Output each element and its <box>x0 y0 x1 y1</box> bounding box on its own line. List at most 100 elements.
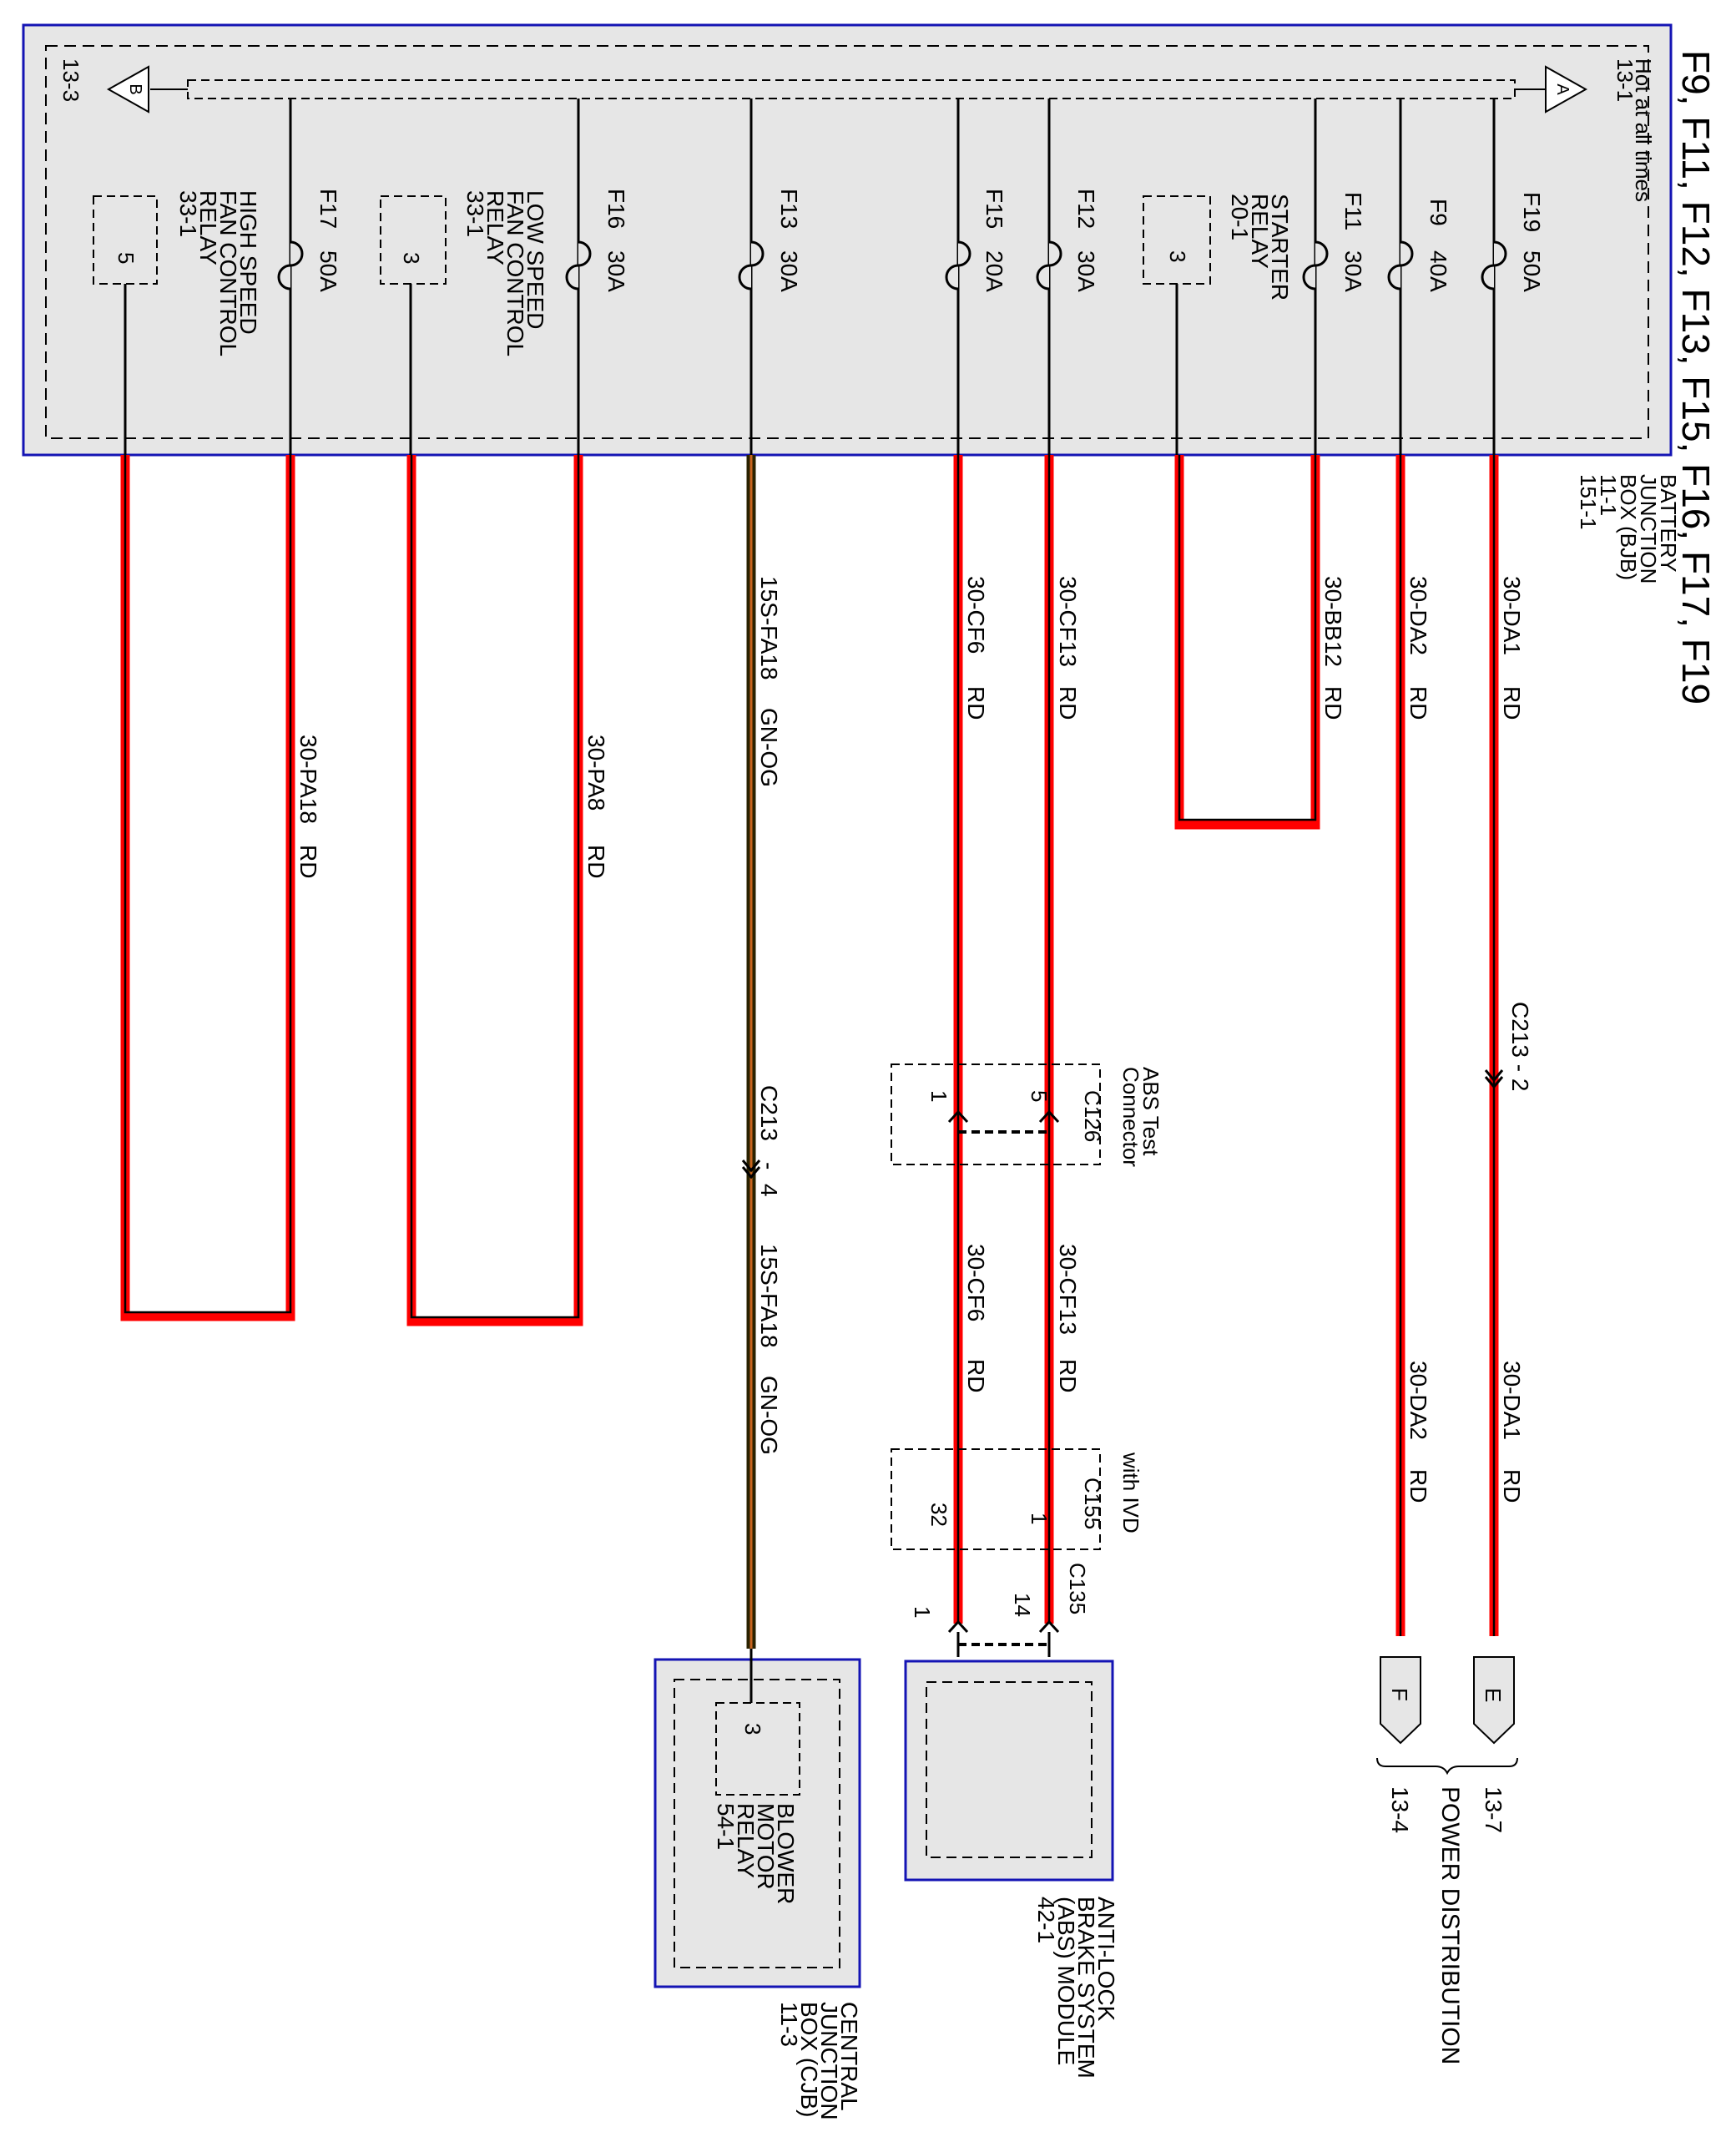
abs-module-label: 42-1 <box>1033 1897 1059 1943</box>
wire-color-30-da2: RD <box>1405 686 1431 720</box>
wire-label-15s-fa18-lower: 15S-FA18 <box>756 1244 782 1348</box>
low-speed-relay-label: LOW SPEED <box>522 190 548 329</box>
fuse-symbol-f16 <box>565 240 592 290</box>
wire-color-30-da2-lower: RD <box>1405 1469 1431 1503</box>
connector-f-label: F <box>1387 1688 1412 1701</box>
fuse-rating-f9: 40A <box>1426 250 1451 292</box>
blower-relay-label: MOTOR <box>753 1803 779 1890</box>
fuse-symbols <box>277 240 1507 290</box>
starter-relay: 3 STARTER RELAY 20-1 <box>1143 194 1293 301</box>
connector-c213-2: C213 - 2 <box>1484 1002 1533 1091</box>
wire-label-30-da2-lower: 30-DA2 <box>1405 1361 1431 1440</box>
bjb-label-line: JUNCTION <box>1636 474 1661 584</box>
fuse-id-f17: F17 <box>315 189 341 229</box>
starter-relay-box <box>1143 195 1211 285</box>
cjb-label: CENTRAL <box>836 2002 862 2111</box>
wire-color-30-da1: RD <box>1499 686 1525 720</box>
bjb-box <box>22 23 1673 457</box>
high-speed-relay-box <box>93 195 158 285</box>
fuse-id-f11: F11 <box>1340 192 1366 230</box>
bjb-label-line: 11-1 <box>1596 474 1621 516</box>
c155-pin-cf13: 1 <box>1027 1513 1052 1524</box>
c126-box <box>891 1063 1101 1165</box>
blower-relay-label: BLOWER <box>773 1803 799 1904</box>
fuse-id-f12: F12 <box>1073 189 1099 229</box>
fuse-rating-f15: 20A <box>982 250 1007 292</box>
high-speed-relay-label: HIGH SPEED <box>235 190 261 335</box>
c135-pin-cf13: 14 <box>1010 1593 1035 1617</box>
connector-e-label: E <box>1481 1688 1506 1702</box>
wire-color-30-cf6-lower: RD <box>963 1359 989 1392</box>
fuse-rating-f11: 30A <box>1340 250 1366 292</box>
fuse-symbol-f11 <box>1302 240 1329 290</box>
bjb-ref-a: 13-1 <box>1612 58 1638 102</box>
connector-a-label: A <box>1553 83 1572 95</box>
low-speed-fan-relay: 3 LOW SPEED FAN CONTROL RELAY 33-1 <box>380 190 548 356</box>
fuse-symbol-f12 <box>1036 240 1062 290</box>
abs-module-label: (ABS) MODULE <box>1053 1897 1079 2065</box>
c126-pin-cf6: 1 <box>926 1090 951 1102</box>
wire-30-pa18 <box>120 455 295 1321</box>
c126-title: Connector <box>1118 1067 1143 1167</box>
c126-title: ABS Test <box>1138 1067 1163 1156</box>
connector-e <box>1473 1656 1515 1745</box>
bjb-inner-dashed <box>45 45 1649 439</box>
low-speed-relay-label: RELAY <box>482 190 508 265</box>
wire-label-30-cf6: 30-CF6 <box>963 576 989 654</box>
wire-label-30-bb12: 30-BB12 <box>1320 576 1346 667</box>
fuse-rating-f19: 50A <box>1519 250 1545 292</box>
wire-label-15s-fa18: 15S-FA18 <box>756 576 782 680</box>
wire-color-30-da1-lower: RD <box>1499 1469 1525 1503</box>
wire-label-30-pa18: 30-PA18 <box>295 735 321 824</box>
pd-label: POWER DISTRIBUTION <box>1436 1786 1464 2064</box>
fuse-labels: F19 50A F9 40A F11 30A F12 30A F15 20A F… <box>315 189 1545 292</box>
wire-label-30-cf13: 30-CF13 <box>1055 576 1081 667</box>
wire-label-30-da1-lower: 30-DA1 <box>1499 1361 1525 1440</box>
page-title: F9, F11, F12, F13, F15, F16, F17, F19 <box>1674 50 1718 705</box>
fuse-symbol-f19 <box>1481 240 1507 290</box>
c135-name: C135 <box>1065 1563 1090 1614</box>
starter-relay-label: STARTER <box>1267 194 1293 301</box>
fuse-id-f16: F16 <box>603 189 629 229</box>
cjb-label: BOX (CJB) <box>796 2002 822 2117</box>
low-speed-relay-box <box>380 195 447 285</box>
low-speed-relay-pin: 3 <box>399 252 424 264</box>
wire-label-30-da1: 30-DA1 <box>1499 576 1525 655</box>
blower-relay-label: 54-1 <box>713 1803 739 1850</box>
blower-relay-pin: 3 <box>740 1723 765 1735</box>
wire-color-15s-fa18: GN-OG <box>756 708 782 787</box>
high-speed-relay-label: 33-1 <box>175 190 201 237</box>
abs-module-box <box>904 1660 1114 1882</box>
wire-label-30-cf13-lower: 30-CF13 <box>1055 1244 1081 1335</box>
fuse-symbol-f9 <box>1387 240 1414 290</box>
pd-ref-f: 13-4 <box>1387 1786 1413 1833</box>
connector-c135: C135 14 1 <box>910 1563 1090 1657</box>
starter-relay-pin: 3 <box>1165 250 1190 262</box>
starter-relay-label: RELAY <box>1247 194 1273 269</box>
blower-relay-label: RELAY <box>733 1803 759 1878</box>
high-speed-relay-pin: 5 <box>114 252 139 264</box>
hot-at-all-times: Hot at all times <box>1631 58 1656 202</box>
fuse-rating-f12: 30A <box>1073 250 1099 292</box>
wire-color-15s-fa18-lower: GN-OG <box>756 1376 782 1455</box>
bjb-ref-b: 13-3 <box>58 58 83 102</box>
c155-title: with IVD <box>1118 1452 1143 1533</box>
red-wire-cores <box>124 455 1496 1636</box>
c213-2-label: C213 - 2 <box>1507 1002 1533 1091</box>
connector-a-triangle <box>1545 65 1588 114</box>
connector-b-triangle <box>106 65 149 114</box>
bjb-label: BATTERY JUNCTION BOX (BJB) 11-1 151-1 <box>1576 474 1681 584</box>
bjb-label-line: 151-1 <box>1576 474 1601 530</box>
cjb-inner <box>674 1679 840 1968</box>
high-speed-relay-label: FAN CONTROL <box>215 190 241 356</box>
abs-module: ANTI-LOCK BRAKE SYSTEM (ABS) MODULE 42-1 <box>904 1660 1119 2079</box>
cjb-box <box>654 1658 861 1988</box>
connector-b-label: B <box>126 83 144 94</box>
wire-color-30-pa18: RD <box>295 845 321 878</box>
blower-relay-box <box>715 1702 800 1796</box>
c155-box <box>891 1448 1101 1550</box>
pd-ref-e: 13-7 <box>1481 1786 1506 1833</box>
fuse-rating-f13: 30A <box>776 250 802 292</box>
fuse-id-f15: F15 <box>982 189 1007 229</box>
c213-4-sep: - <box>756 1162 782 1170</box>
